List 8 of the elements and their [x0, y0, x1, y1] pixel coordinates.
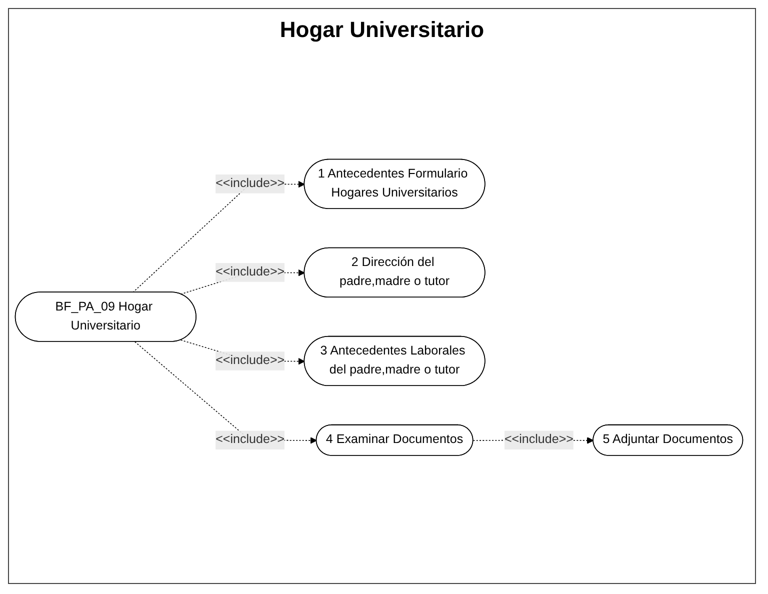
diagram-title: Hogar Universitario	[278, 17, 486, 43]
edge-label: <<include>>	[504, 432, 574, 446]
edge-label: <<include>>	[216, 265, 285, 278]
edge-label: <<include>>	[216, 176, 285, 190]
edge-label: <<include>>	[216, 354, 285, 367]
edge-label: <<include>>	[216, 432, 285, 446]
arrow	[134, 341, 317, 444]
arrow	[132, 180, 305, 292]
